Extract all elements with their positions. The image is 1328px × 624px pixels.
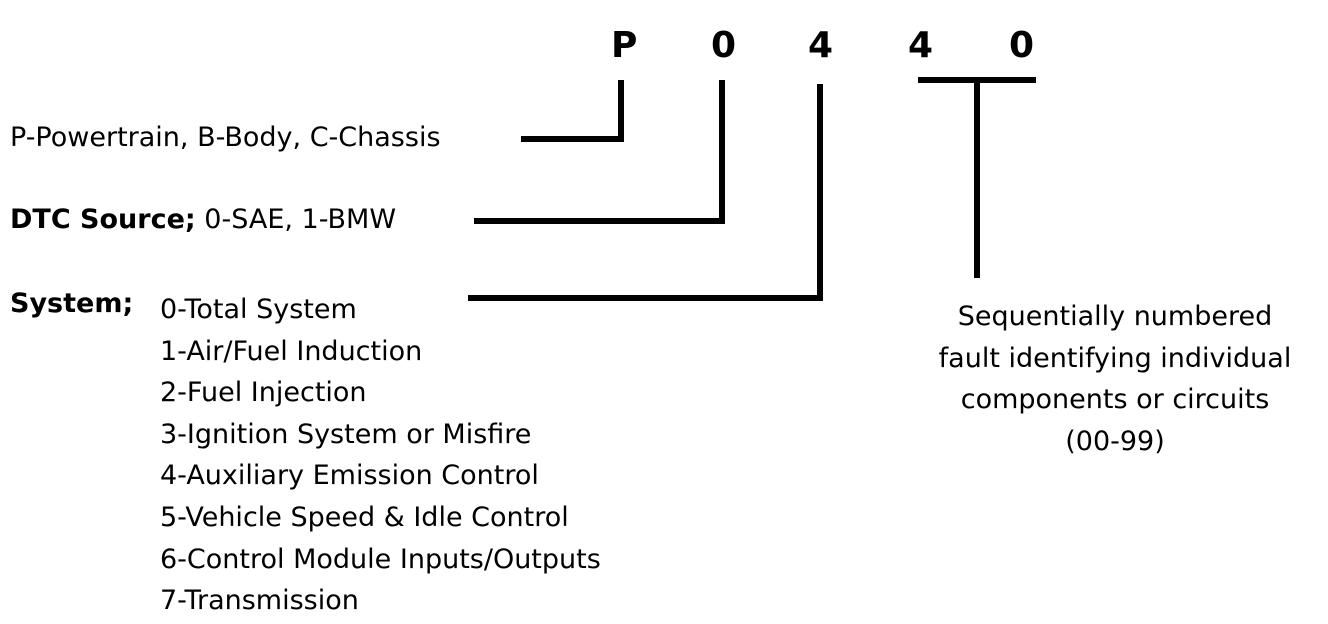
code-char-fault-2: 0 [1009, 25, 1035, 66]
list-item: 2-Fuel Injection [160, 377, 367, 409]
fault-description-line: (00-99) [1065, 425, 1165, 457]
system-heading: System; [10, 288, 134, 319]
fault-description-line: Sequentially numbered [957, 301, 1273, 332]
fault-description-line: fault identifying individual [938, 342, 1292, 374]
connector-source [474, 80, 725, 224]
fault-description-line: components or circuits [960, 384, 1270, 415]
type-label: P-Powertrain, B-Body, C-Chassis [10, 122, 441, 153]
list-item: 4-Auxiliary Emission Control [160, 460, 539, 492]
connector-system [468, 84, 823, 301]
list-item: 3-Ignition System or Misfire [160, 418, 532, 450]
connector-type [521, 80, 624, 142]
code-char-system: 4 [808, 25, 834, 66]
code-char-type: P [611, 25, 638, 66]
list-item: 1-Air/Fuel Induction [160, 335, 423, 367]
code-char-source: 0 [711, 25, 737, 66]
list-item: 7-Transmission [160, 585, 359, 617]
list-item: 5-Vehicle Speed & Idle Control [160, 501, 569, 533]
source-text: 0-SAE, 1-BMW [195, 204, 397, 235]
source-heading: DTC Source; [10, 204, 196, 235]
source-label: DTC Source; 0-SAE, 1-BMW [10, 206, 396, 233]
list-item: 0-Total System [160, 294, 357, 325]
system-list: 0-Total System 1-Air/Fuel Induction 2-Fu… [160, 289, 601, 622]
fault-description: Sequentially numbered fault identifying … [930, 296, 1300, 462]
list-item: 6-Control Module Inputs/Outputs [160, 543, 601, 575]
code-char-fault-1: 4 [908, 25, 934, 66]
